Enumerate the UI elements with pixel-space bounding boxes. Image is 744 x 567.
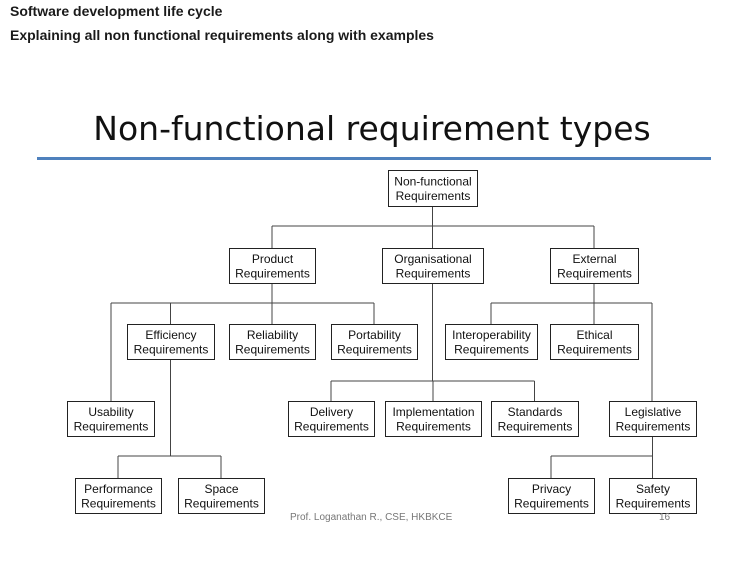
node-box-usability [67,401,155,437]
node-box-product [229,248,316,284]
node-label-safety-1: Safety [636,482,670,496]
node-box-ethical [550,324,639,360]
slide-footer: Prof. Loganathan R., CSE, HKBKCE [290,512,453,523]
node-label-external-2: Requirements [557,266,632,280]
node-box-privacy [508,478,595,514]
node-label-external-1: External [572,252,616,266]
slide-title: Non-functional requirement types [93,109,651,148]
title-divider [37,157,711,160]
node-label-delivery-2: Requirements [294,419,369,433]
node-label-nonfunctional-2: Requirements [396,189,471,203]
node-label-ethical-2: Requirements [557,342,632,356]
node-box-efficiency [127,324,215,360]
node-label-usability-1: Usability [88,405,133,419]
node-box-organisational [382,248,484,284]
node-box-reliability [229,324,316,360]
node-label-reliability-2: Requirements [235,342,310,356]
node-label-efficiency-1: Efficiency [145,328,196,342]
node-box-standards [491,401,579,437]
node-label-implementation-1: Implementation [392,405,474,419]
node-label-interoperability-2: Requirements [454,342,529,356]
node-label-interoperability-1: Interoperability [452,328,531,342]
node-label-portability-2: Requirements [337,342,412,356]
node-box-external [550,248,639,284]
node-label-space-1: Space [204,482,238,496]
header-subtitle: Explaining all non functional requiremen… [10,27,434,43]
page-number: 16 [659,512,671,523]
node-box-implementation [385,401,482,437]
node-box-interoperability [445,324,538,360]
node-box-safety [609,478,697,514]
node-box-nonfunctional [388,170,478,207]
node-box-delivery [288,401,375,437]
node-label-usability-2: Requirements [74,419,149,433]
node-label-product-2: Requirements [235,266,310,280]
node-label-legislative-2: Requirements [616,419,691,433]
node-label-performance-2: Requirements [81,496,156,510]
node-label-privacy-1: Privacy [532,482,571,496]
node-label-organisational-2: Requirements [396,266,471,280]
node-box-portability [331,324,418,360]
node-label-implementation-2: Requirements [396,419,471,433]
node-label-safety-2: Requirements [616,496,691,510]
node-label-efficiency-2: Requirements [134,342,209,356]
node-label-portability-1: Portability [348,328,401,342]
node-label-legislative-1: Legislative [625,405,682,419]
header-title: Software development life cycle [10,3,223,19]
node-label-privacy-2: Requirements [514,496,589,510]
node-label-space-2: Requirements [184,496,259,510]
node-label-organisational-1: Organisational [394,252,471,266]
node-label-performance-1: Performance [84,482,153,496]
node-box-space [178,478,265,514]
node-label-ethical-1: Ethical [576,328,612,342]
node-label-product-1: Product [252,252,294,266]
node-label-nonfunctional-1: Non-functional [394,174,471,188]
node-label-reliability-1: Reliability [247,328,298,342]
node-box-performance [75,478,162,514]
node-box-legislative [609,401,697,437]
node-label-standards-2: Requirements [498,419,573,433]
node-label-delivery-1: Delivery [310,405,353,419]
node-label-standards-1: Standards [508,405,563,419]
